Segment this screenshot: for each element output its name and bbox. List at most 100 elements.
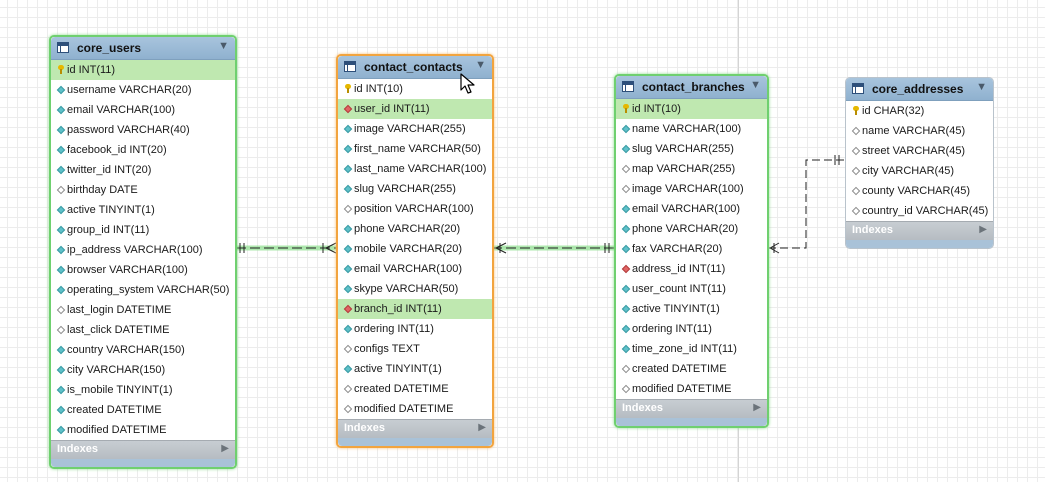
nullable-column-icon	[621, 384, 631, 394]
column-row[interactable]: last_login DATETIME	[51, 300, 235, 320]
column-row[interactable]: name VARCHAR(45)	[846, 121, 993, 141]
column-row[interactable]: last_click DATETIME	[51, 320, 235, 340]
column-row[interactable]: last_name VARCHAR(100)	[338, 159, 492, 179]
column-row[interactable]: country_id VARCHAR(45)	[846, 201, 993, 221]
column-row[interactable]: email VARCHAR(100)	[338, 259, 492, 279]
column-row[interactable]: id CHAR(32)	[846, 101, 993, 121]
column-row[interactable]: user_id INT(11)	[338, 99, 492, 119]
table-contact-branches[interactable]: contact_branches ▼ id INT(10)name VARCHA…	[614, 74, 769, 428]
collapse-arrow-icon[interactable]: ▼	[750, 79, 761, 91]
column-row[interactable]: modified DATETIME	[338, 399, 492, 419]
column-row[interactable]: active TINYINT(1)	[338, 359, 492, 379]
indexes-section[interactable]: Indexes ▶	[51, 440, 235, 459]
column-row[interactable]: username VARCHAR(20)	[51, 80, 235, 100]
primary-key-icon	[345, 84, 351, 93]
column-row[interactable]: operating_system VARCHAR(50)	[51, 280, 235, 300]
column-row[interactable]: user_count INT(11)	[616, 279, 767, 299]
expand-arrow-icon[interactable]: ▶	[753, 402, 761, 413]
column-row[interactable]: city VARCHAR(45)	[846, 161, 993, 181]
indexes-label: Indexes	[344, 422, 385, 434]
relationship-branches-addresses[interactable]	[768, 155, 845, 254]
column-row[interactable]: id INT(10)	[616, 99, 767, 119]
foreign-key-icon	[343, 304, 353, 314]
table-header[interactable]: core_addresses ▼	[846, 78, 993, 101]
column-row[interactable]: time_zone_id INT(11)	[616, 339, 767, 359]
nullable-column-icon	[343, 204, 353, 214]
indexes-section[interactable]: Indexes ▶	[846, 221, 993, 240]
primary-key-icon	[853, 106, 859, 115]
column-row[interactable]: configs TEXT	[338, 339, 492, 359]
relationship-users-contacts[interactable]	[236, 242, 337, 254]
column-row[interactable]: image VARCHAR(100)	[616, 179, 767, 199]
column-row[interactable]: ordering INT(11)	[616, 319, 767, 339]
column-row[interactable]: active TINYINT(1)	[616, 299, 767, 319]
table-header[interactable]: contact_contacts ▼	[338, 56, 492, 79]
column-row[interactable]: created DATETIME	[338, 379, 492, 399]
collapse-arrow-icon[interactable]: ▼	[218, 40, 229, 52]
column-label: fax VARCHAR(20)	[632, 243, 723, 255]
column-row[interactable]: image VARCHAR(255)	[338, 119, 492, 139]
column-row[interactable]: email VARCHAR(100)	[51, 100, 235, 120]
column-row[interactable]: map VARCHAR(255)	[616, 159, 767, 179]
column-row[interactable]: branch_id INT(11)	[338, 299, 492, 319]
column-row[interactable]: twitter_id INT(20)	[51, 160, 235, 180]
column-row[interactable]: created DATETIME	[51, 400, 235, 420]
column-row[interactable]: skype VARCHAR(50)	[338, 279, 492, 299]
column-row[interactable]: facebook_id INT(20)	[51, 140, 235, 160]
column-row[interactable]: birthday DATE	[51, 180, 235, 200]
collapse-arrow-icon[interactable]: ▼	[475, 59, 486, 71]
indexes-section[interactable]: Indexes ▶	[616, 399, 767, 418]
column-row[interactable]: mobile VARCHAR(20)	[338, 239, 492, 259]
column-row[interactable]: id INT(11)	[51, 60, 235, 80]
foreign-key-icon	[343, 104, 353, 114]
not-null-column-icon	[56, 405, 66, 415]
not-null-column-icon	[343, 184, 353, 194]
column-row[interactable]: street VARCHAR(45)	[846, 141, 993, 161]
column-row[interactable]: active TINYINT(1)	[51, 200, 235, 220]
column-row[interactable]: id INT(10)	[338, 79, 492, 99]
column-row[interactable]: slug VARCHAR(255)	[616, 139, 767, 159]
not-null-column-icon	[343, 144, 353, 154]
column-label: id CHAR(32)	[862, 105, 925, 117]
table-core-users[interactable]: core_users ▼ id INT(11)username VARCHAR(…	[49, 35, 237, 469]
column-row[interactable]: password VARCHAR(40)	[51, 120, 235, 140]
column-row[interactable]: phone VARCHAR(20)	[616, 219, 767, 239]
column-label: password VARCHAR(40)	[67, 124, 190, 136]
column-row[interactable]: address_id INT(11)	[616, 259, 767, 279]
column-row[interactable]: fax VARCHAR(20)	[616, 239, 767, 259]
column-label: address_id INT(11)	[632, 263, 726, 275]
not-null-column-icon	[343, 284, 353, 294]
column-row[interactable]: created DATETIME	[616, 359, 767, 379]
table-core-addresses[interactable]: core_addresses ▼ id CHAR(32) name VARCHAR…	[845, 77, 994, 249]
expand-arrow-icon[interactable]: ▶	[478, 422, 486, 433]
column-row[interactable]: is_mobile TINYINT(1)	[51, 380, 235, 400]
column-row[interactable]: modified DATETIME	[616, 379, 767, 399]
column-row[interactable]: position VARCHAR(100)	[338, 199, 492, 219]
column-row[interactable]: county VARCHAR(45)	[846, 181, 993, 201]
column-list: id INT(11)username VARCHAR(20)email VARC…	[51, 60, 235, 440]
column-row[interactable]: group_id INT(11)	[51, 220, 235, 240]
collapse-arrow-icon[interactable]: ▼	[976, 81, 987, 93]
indexes-section[interactable]: Indexes ▶	[338, 419, 492, 438]
column-row[interactable]: city VARCHAR(150)	[51, 360, 235, 380]
column-row[interactable]: slug VARCHAR(255)	[338, 179, 492, 199]
expand-arrow-icon[interactable]: ▶	[979, 224, 987, 235]
column-row[interactable]: modified DATETIME	[51, 420, 235, 440]
expand-arrow-icon[interactable]: ▶	[221, 443, 229, 454]
not-null-column-icon	[56, 345, 66, 355]
column-row[interactable]: ordering INT(11)	[338, 319, 492, 339]
column-row[interactable]: first_name VARCHAR(50)	[338, 139, 492, 159]
column-row[interactable]: name VARCHAR(100)	[616, 119, 767, 139]
table-header[interactable]: core_users ▼	[51, 37, 235, 60]
column-row[interactable]: ip_address VARCHAR(100)	[51, 240, 235, 260]
indexes-label: Indexes	[852, 224, 893, 236]
column-row[interactable]: country VARCHAR(150)	[51, 340, 235, 360]
table-contact-contacts[interactable]: contact_contacts ▼ id INT(10)user_id INT…	[336, 54, 494, 448]
table-header[interactable]: contact_branches ▼	[616, 76, 767, 99]
relationship-contacts-branches[interactable]	[492, 242, 615, 254]
column-row[interactable]: email VARCHAR(100)	[616, 199, 767, 219]
column-row[interactable]: browser VARCHAR(100)	[51, 260, 235, 280]
column-row[interactable]: phone VARCHAR(20)	[338, 219, 492, 239]
